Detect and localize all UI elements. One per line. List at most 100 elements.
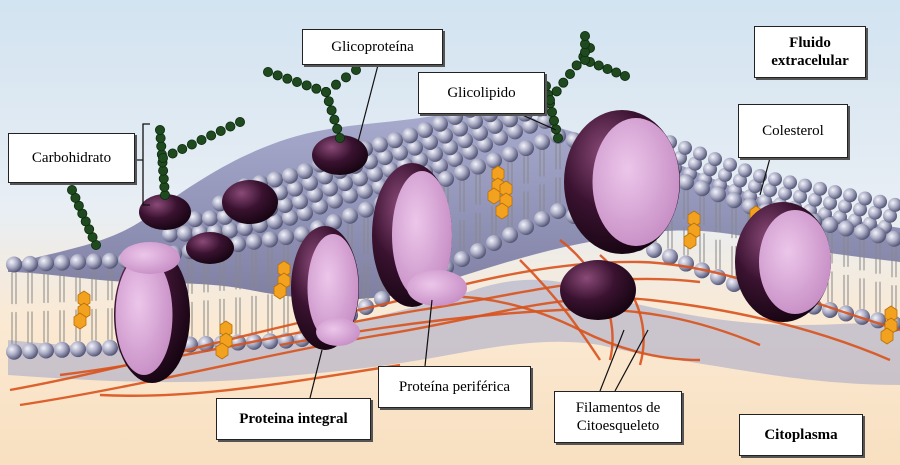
phospholipid-head [858,192,872,206]
sugar-unit [331,80,340,89]
phospholipid-head [102,340,118,356]
phospholipid-head [454,165,470,181]
phospholipid-head [534,211,550,227]
phospholipid-head [22,256,38,272]
phospholipid-head [470,159,486,175]
label-citoplasma: Citoplasma [739,414,863,456]
sugar-unit [312,84,321,93]
sugar-unit [327,106,336,115]
phospholipid-head [678,256,694,272]
phospholipid-head [387,132,403,148]
surface-protein [222,180,278,224]
phospholipid-head [534,134,550,150]
phospholipid-head [297,163,313,179]
phospholipid-head [518,219,534,235]
sugar-unit [324,97,333,106]
phospholipid-head [278,229,294,245]
label-carbohidrato: Carbohidrato [8,133,135,183]
sugar-unit [292,77,301,86]
phospholipid-head [6,256,22,272]
label-filamentos-line2: Citoesqueleto [577,417,660,435]
phospholipid-head [22,343,38,359]
sugar-unit [226,122,235,131]
phospholipid-head [738,163,752,177]
sugar-unit [263,67,272,76]
phospholipid-head [710,186,726,202]
label-proteina-integral: Proteina integral [216,398,371,440]
phospholipid-head [38,342,54,358]
phospholipid-head [342,208,358,224]
surface-protein [186,232,234,264]
label-fluido-extracelular: Fluido extracelular [754,26,866,78]
phospholipid-head [843,188,857,202]
sugar-unit [168,149,177,158]
phospholipid-head [402,127,418,143]
cholesterol-ring [881,328,893,344]
phospholipid-head [873,195,887,209]
sugar-unit [67,185,76,194]
phospholipid-head [54,255,70,271]
sugar-unit [187,140,196,149]
integral-protein-face [759,210,831,314]
phospholipid-head [102,253,118,269]
phospholipid-head [726,192,742,208]
phospholipid-head [6,344,22,360]
phospholipid-head [70,341,86,357]
sugar-unit [620,71,629,80]
label-filamentos-citoesqueleto: Filamentos de Citoesqueleto [554,391,682,443]
phospholipid-head [486,235,502,251]
phospholipid-head [723,158,737,172]
peripheral-protein [316,318,360,346]
phospholipid-head [372,137,388,153]
integral-protein-lower [560,260,636,320]
sugar-unit [594,61,603,70]
sugar-unit [197,135,206,144]
peripheral-protein [407,270,467,306]
phospholipid-head [202,210,218,226]
phospholipid-head [708,152,722,166]
label-glicolipido: Glicolipido [418,72,545,114]
phospholipid-head [678,141,692,155]
sugar-unit [341,73,350,82]
phospholipid-head [662,249,678,265]
label-glicoproteina: Glicoproteína [302,29,443,65]
sugar-unit [351,65,360,74]
cholesterol-ring [216,343,228,359]
sugar-unit [549,116,558,125]
sugar-unit [545,95,554,104]
cholesterol-ring [684,233,696,249]
sugar-unit [216,126,225,135]
sugar-unit [155,125,164,134]
phospholipid-head [502,227,518,243]
phospholipid-head [470,243,486,259]
cholesterol-ring [496,203,508,219]
sugar-unit [235,117,244,126]
phospholipid-head [678,174,694,190]
sugar-unit [552,87,561,96]
label-filamentos-line1: Filamentos de [576,399,661,417]
sugar-unit [283,74,292,83]
phospholipid-head [518,140,534,156]
sugar-unit [335,133,344,142]
sugar-unit [565,69,574,78]
phospholipid-head [262,333,278,349]
sugar-unit [207,131,216,140]
phospholipid-head [86,253,102,269]
phospholipid-head [854,224,870,240]
sugar-unit [302,81,311,90]
label-proteina-periferica: Proteína periférica [378,366,531,408]
cholesterol-ring [274,283,286,299]
sugar-unit [572,61,581,70]
phospholipid-head [838,220,854,236]
phospholipid-head [54,342,70,358]
phospholipid-head [502,146,518,162]
sugar-unit [603,64,612,73]
phospholipid-head [262,231,278,247]
phospholipid-head [870,227,886,243]
sugar-unit [321,87,330,96]
cholesterol-ring [488,188,500,204]
phospholipid-head [694,180,710,196]
cholesterol-ring [74,313,86,329]
sugar-unit [559,78,568,87]
